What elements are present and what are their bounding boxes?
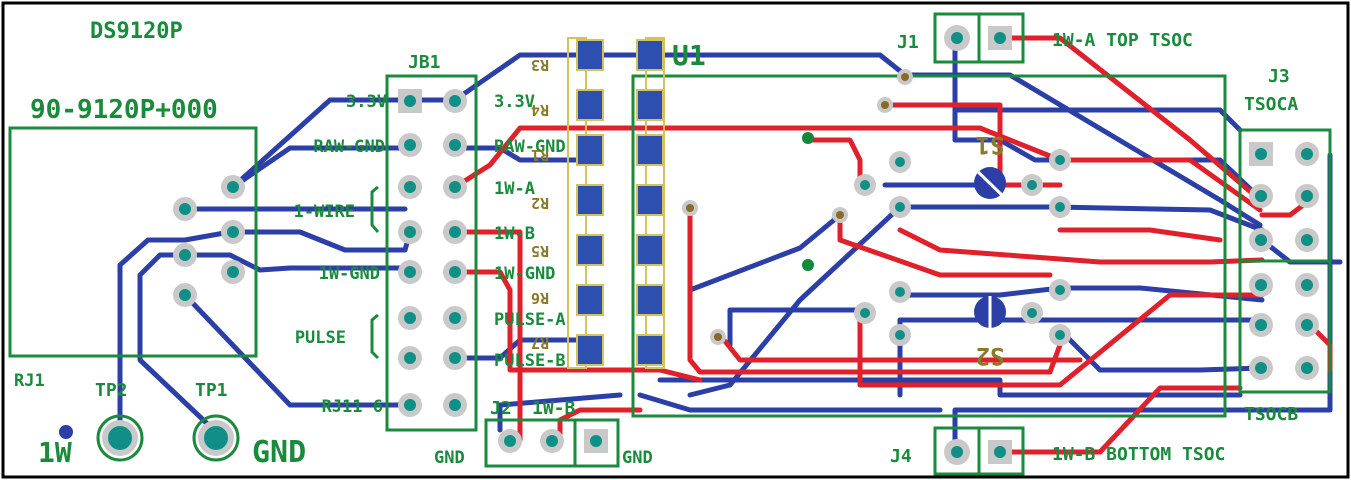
switch-bodies [972,166,1007,328]
jb1-label: 3.3V [346,92,387,112]
j4-label: 1W-B BOTTOM TSOC [1052,444,1225,465]
smd-pad [636,234,664,266]
jb1-label: RJ11 6 [322,397,383,417]
u1-label: PULSE-B [494,351,566,371]
u1-label: 1W-GND [494,264,555,284]
resistor-label: R2 [531,194,549,212]
tp1-ref: TP1 [195,380,228,401]
smd-pad [576,284,604,316]
u1-label: PULSE-A [494,310,566,330]
resistor-label: R3 [531,56,549,74]
smd-pad [636,134,664,166]
smd-pad [576,184,604,216]
test-point-pads [59,414,240,462]
j1-pads [944,25,1012,51]
resistor-label: R1 [531,146,549,164]
jb1-label: PULSE [295,328,346,348]
silkscreen-labels: DS9120P 90-9120P+000 RJ1 JB1 3.3V RAW-GN… [14,19,1298,470]
top-copper-traces [452,35,1333,455]
j3-ref: J3 [1268,66,1290,87]
part-number: 90-9120P+000 [30,95,218,125]
jb1-pads [398,89,467,417]
j2-outline [484,418,620,468]
jb1-label: 1-WIRE [294,202,355,222]
resistor-label: R4 [531,101,549,119]
switch-pads [854,149,1071,346]
tp2-ref: TP2 [95,380,128,401]
smd-pad [576,39,604,71]
tp1-label: GND [252,435,306,470]
j3-pads [1249,142,1319,380]
vias [682,69,913,345]
u1-label: 1W-A [494,179,535,199]
rj1-outline [8,126,258,358]
smd-pad [576,334,604,366]
u1-label: 3.3V [494,92,535,112]
j2-gnd-right: GND [622,448,653,468]
u1-label: 1W-B [494,224,535,244]
j4-ref: J4 [890,446,912,467]
jb1-outline [385,74,478,432]
resistor-label: R7 [531,334,549,352]
jb1-label: RAW-GND [313,137,385,157]
j2-pads [498,429,608,453]
tp2-label: 1W [38,436,72,469]
resistor-label: R5 [531,242,549,260]
smd-pad [636,184,664,216]
j2-gnd-left: GND [434,448,465,468]
jb1-ref: JB1 [408,52,441,73]
u1-outline [631,74,1227,418]
smd-pad [636,334,664,366]
resistor-label: R6 [531,289,549,307]
s1-ref: S1 [976,131,1005,159]
smd-pad [576,89,604,121]
smd-pad [636,284,664,316]
j4-pads [944,439,1012,465]
j2-ref: J2 [490,398,512,419]
smd-pad [576,134,604,166]
j3-bottom-label: TSOCB [1244,404,1298,425]
smd-pad [636,39,664,71]
smd-pad [576,234,604,266]
j2-label: 1W-B [532,398,576,419]
j1-ref: J1 [897,32,919,53]
u1-smd-pads [576,39,664,366]
u1-label: RAW-GND [494,137,566,157]
rj1-pads [173,175,245,307]
s2-ref: S2 [976,342,1005,370]
rj1-ref: RJ1 [14,371,45,391]
j3-top-label: TSOCA [1244,94,1298,115]
u1-ref: U1 [672,39,706,72]
j1-label: 1W-A TOP TSOC [1052,30,1193,51]
through-hole-pads [59,25,1319,465]
smd-pad [636,89,664,121]
board-title: DS9120P [90,19,183,44]
jb1-label: 1W-GND [319,264,380,284]
